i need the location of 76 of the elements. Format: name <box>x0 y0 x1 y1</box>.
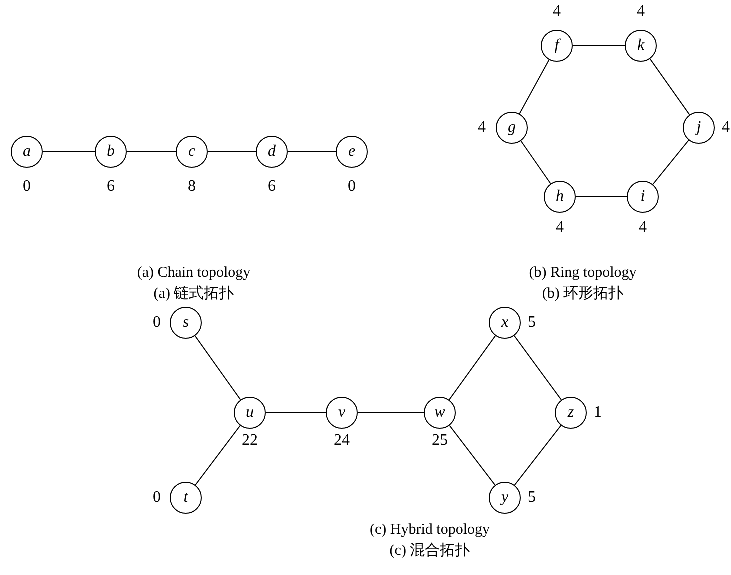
connector-line <box>514 335 562 401</box>
vertex-circle <box>544 181 576 213</box>
vertex-circle <box>176 136 208 168</box>
vertex-weight: 5 <box>528 489 536 507</box>
vertex-weight: 24 <box>334 432 350 450</box>
vertex-circle <box>11 136 43 168</box>
subfigure-caption: (a) 链式拓扑 <box>154 285 234 303</box>
vertex-label: c <box>188 143 196 161</box>
vertex-label: g <box>508 119 516 137</box>
vertex-label: j <box>696 119 702 137</box>
vertex-circle <box>683 112 715 144</box>
vertex-label: d <box>268 143 276 161</box>
vertex-label: h <box>556 188 564 206</box>
vertex-weight: 4 <box>722 119 730 137</box>
vertex-weight: 4 <box>639 219 647 237</box>
vertex-label: t <box>184 489 188 507</box>
subfigure-caption: (c) 混合拓扑 <box>390 542 470 560</box>
vertex-weight: 6 <box>107 178 115 196</box>
vertex-weight: 0 <box>348 178 356 196</box>
vertex-circle <box>555 397 587 429</box>
vertex-label: w <box>434 404 446 422</box>
vertex-label: x <box>501 314 509 332</box>
vertex-label: y <box>501 489 509 507</box>
vertex-circle <box>627 181 659 213</box>
subfigure-caption: (b) 环形拓扑 <box>542 285 624 303</box>
connector-line <box>448 335 496 401</box>
vertex-circle <box>326 397 358 429</box>
connector-line <box>519 60 550 114</box>
subfigure-caption: (c) Hybrid topology <box>370 521 490 539</box>
vertex-weight: 4 <box>478 119 486 137</box>
vertex-label: e <box>348 143 356 161</box>
vertex-circle <box>625 30 657 62</box>
vertex-circle <box>541 30 573 62</box>
vertex-circle <box>424 397 456 429</box>
vertex-label: z <box>568 404 574 422</box>
vertex-label: a <box>23 143 31 161</box>
connector-line <box>194 336 242 400</box>
connector-line <box>576 196 628 198</box>
connector-line <box>514 425 562 486</box>
vertex-circle <box>496 112 528 144</box>
vertex-weight: 4 <box>556 219 564 237</box>
vertex-weight: 0 <box>23 178 31 196</box>
connector-line <box>449 425 496 486</box>
connector-line <box>652 140 690 186</box>
vertex-weight: 25 <box>432 432 448 450</box>
vertex-circle <box>489 307 521 339</box>
vertex-weight: 22 <box>242 432 258 450</box>
vertex-label: f <box>554 37 560 55</box>
subfigure-caption: (b) Ring topology <box>529 264 637 282</box>
vertex-label: u <box>246 404 254 422</box>
vertex-weight: 4 <box>553 3 561 21</box>
vertex-weight: 8 <box>188 178 196 196</box>
vertex-weight: 6 <box>268 178 276 196</box>
vertex-label: v <box>338 404 346 422</box>
vertex-weight: 5 <box>528 314 536 332</box>
vertex-label: k <box>637 37 645 55</box>
vertex-weight: 0 <box>153 314 161 332</box>
vertex-circle <box>234 397 266 429</box>
vertex-label: s <box>182 314 190 332</box>
vertex-label: b <box>107 143 115 161</box>
vertex-circle <box>336 136 368 168</box>
subfigure-caption: (a) Chain topology <box>137 264 251 282</box>
vertex-circle <box>95 136 127 168</box>
vertex-weight: 0 <box>153 489 161 507</box>
vertex-circle <box>256 136 288 168</box>
connector-line <box>520 140 552 184</box>
vertex-weight: 1 <box>594 404 602 422</box>
vertex-circle <box>170 307 202 339</box>
connector-line <box>195 425 241 486</box>
connector-line <box>358 412 424 414</box>
vertex-circle <box>170 482 202 514</box>
vertex-label: i <box>640 188 646 206</box>
connector-line <box>650 58 690 116</box>
vertex-circle <box>489 482 521 514</box>
connector-line <box>266 412 326 414</box>
vertex-weight: 4 <box>637 3 645 21</box>
